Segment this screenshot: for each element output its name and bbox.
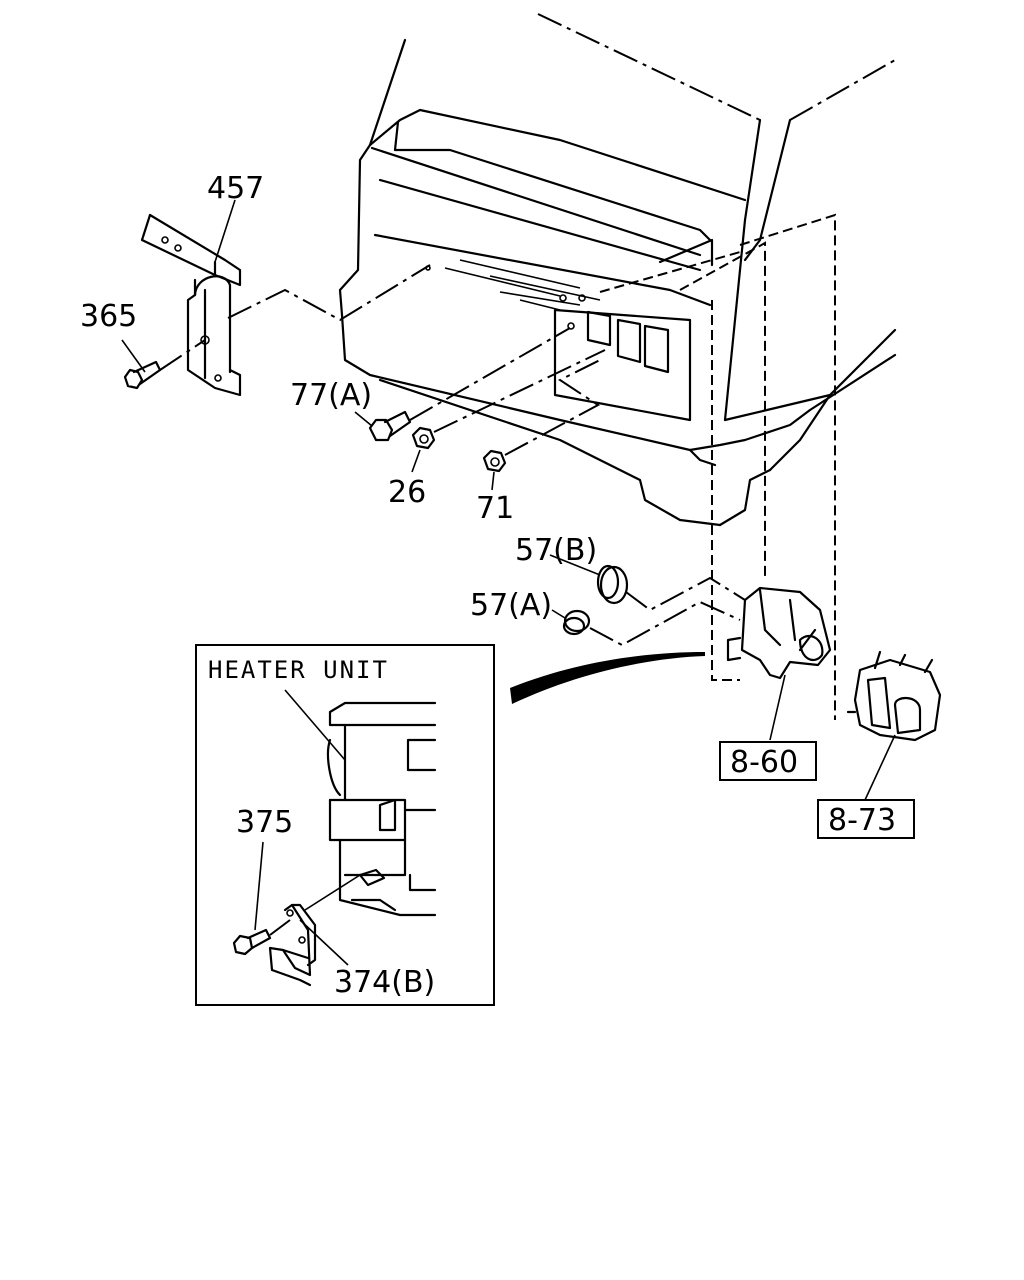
label-8-73: 8-73 xyxy=(828,803,896,838)
heater-unit-8-60 xyxy=(726,586,832,680)
bolt-77a xyxy=(368,410,412,442)
label-375: 375 xyxy=(236,805,293,840)
label-8-60: 8-60 xyxy=(730,745,798,780)
blower-unit-8-73 xyxy=(846,650,942,742)
inset-heater-detail xyxy=(326,701,437,917)
bolt-365 xyxy=(123,360,162,390)
phantom-lines xyxy=(599,213,836,720)
grommet-57a xyxy=(562,609,591,636)
label-57b: 57(B) xyxy=(515,533,597,568)
detail-arrow xyxy=(510,652,705,704)
label-8-73-frame xyxy=(817,799,915,839)
label-71: 71 xyxy=(476,491,514,526)
grommet-57b xyxy=(596,564,629,605)
nut-71 xyxy=(482,449,507,473)
label-365: 365 xyxy=(80,299,137,334)
label-457: 457 xyxy=(207,171,264,206)
inset-screw-375 xyxy=(232,928,272,956)
inset-title: HEATER UNIT xyxy=(208,656,389,684)
inset-leaders xyxy=(254,689,361,966)
label-374b: 374(B) xyxy=(334,965,435,1000)
inset-bracket-374b xyxy=(268,903,317,987)
nut-26 xyxy=(411,426,436,450)
label-8-60-frame xyxy=(719,741,817,781)
leader-lines xyxy=(121,199,896,801)
dashboard-outline xyxy=(338,13,897,527)
label-57a: 57(A) xyxy=(470,588,552,623)
inset-frame xyxy=(195,644,495,1006)
label-26: 26 xyxy=(388,475,426,510)
bracket-457 xyxy=(140,213,242,397)
label-77a: 77(A) xyxy=(290,378,372,413)
